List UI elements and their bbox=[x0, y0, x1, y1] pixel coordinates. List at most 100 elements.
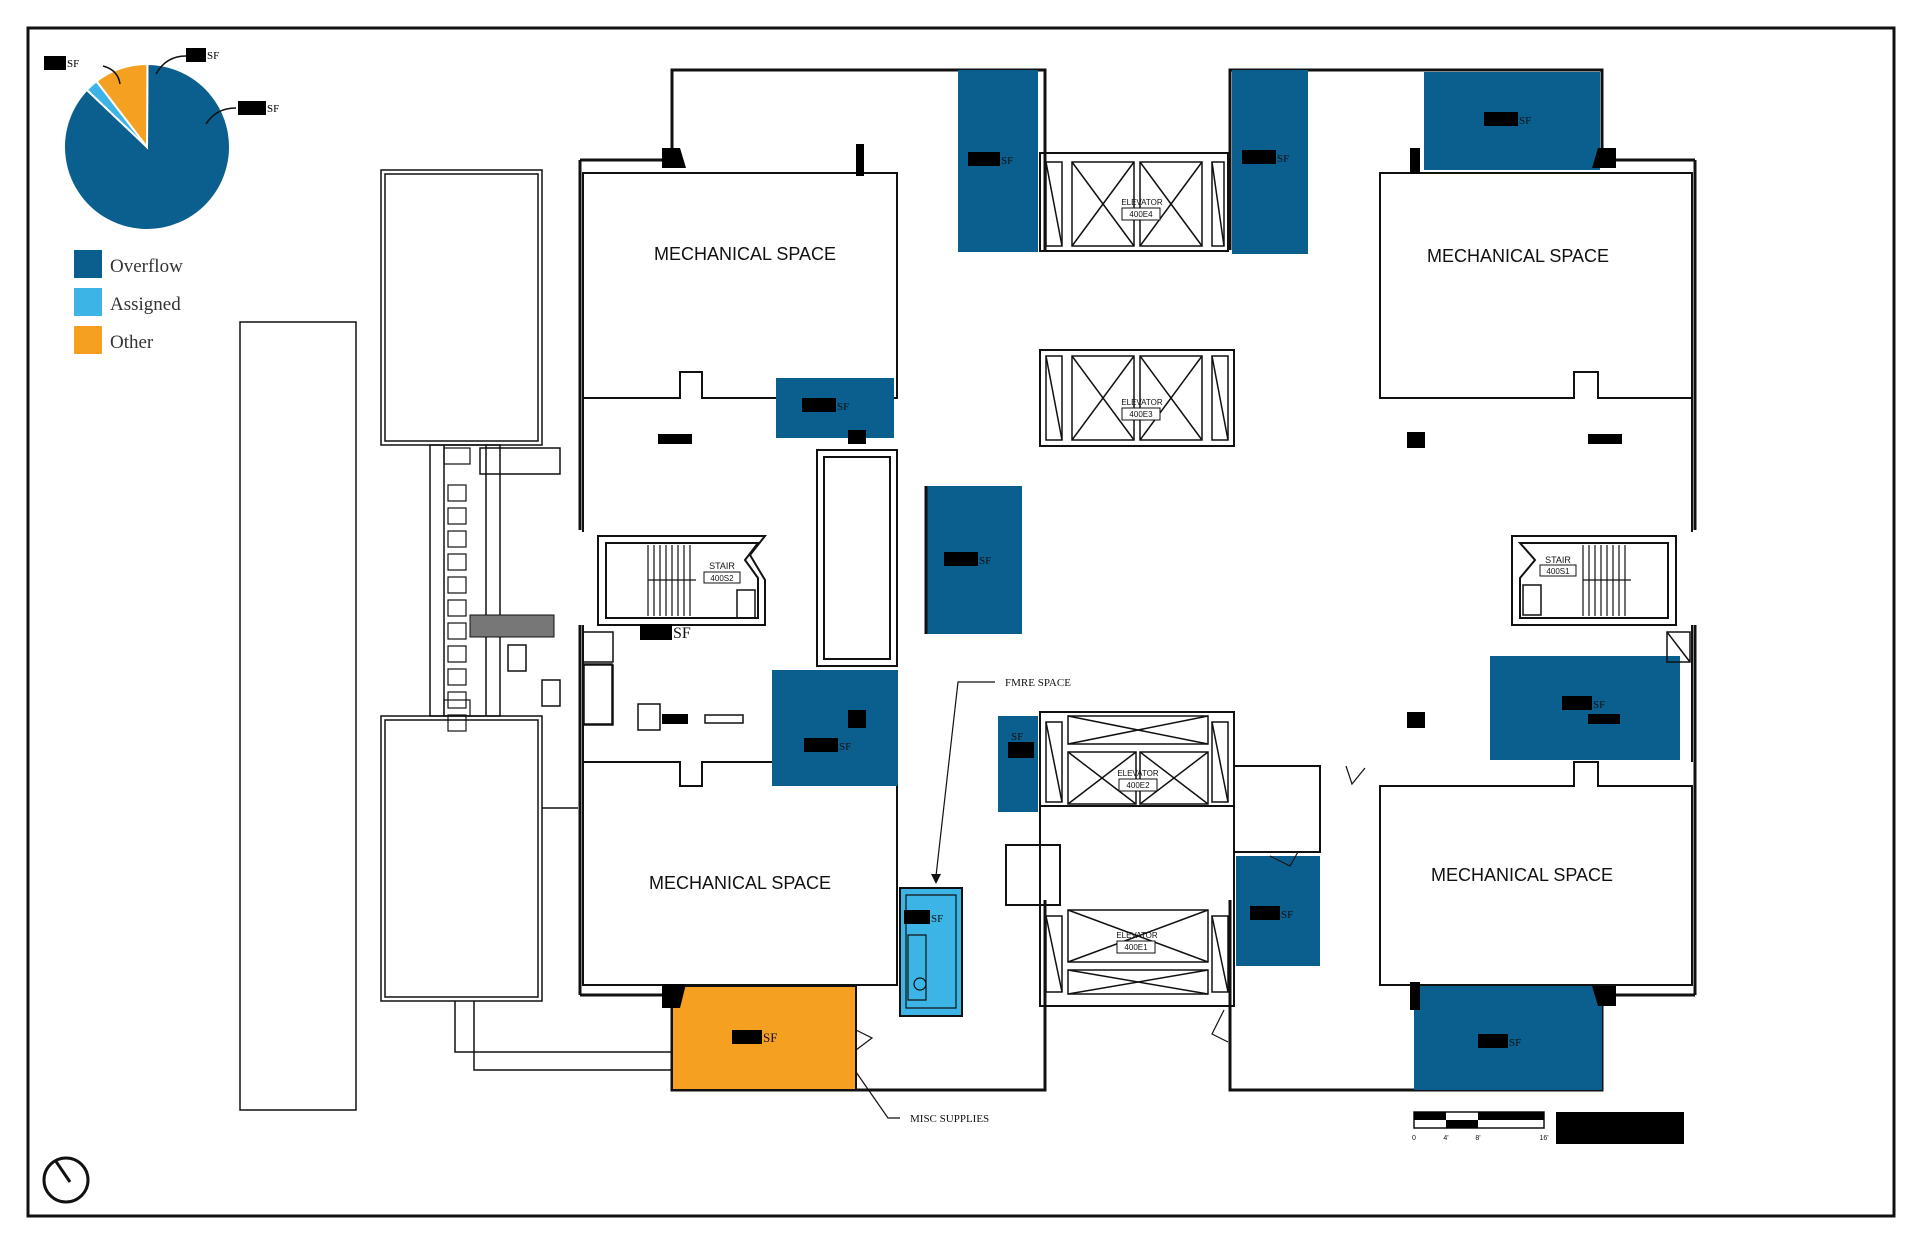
annex-tread bbox=[447, 714, 467, 732]
callout-leader-fmre bbox=[935, 681, 995, 877]
redaction-block bbox=[1562, 696, 1592, 710]
redaction-block bbox=[1484, 112, 1518, 126]
elevator-cross bbox=[1211, 915, 1229, 993]
stair-title: STAIR bbox=[1545, 555, 1571, 565]
elevator-cross bbox=[1045, 915, 1063, 993]
elevator-cross bbox=[1067, 909, 1209, 963]
scale-tick: 4' bbox=[1443, 1135, 1448, 1142]
sheet-border bbox=[26, 26, 1896, 1218]
elevator-cross bbox=[1139, 751, 1209, 805]
elevator-cab bbox=[1067, 715, 1209, 745]
area-unit-label: SF bbox=[931, 913, 943, 925]
west-annex bbox=[239, 169, 672, 1111]
annex-tread bbox=[447, 484, 467, 502]
elevator-cross bbox=[1045, 161, 1063, 247]
space-assigned bbox=[899, 887, 963, 1017]
elevator-cross bbox=[1211, 161, 1225, 247]
redaction-block bbox=[186, 48, 206, 62]
elevator-cab bbox=[1071, 161, 1135, 247]
door-swings bbox=[855, 765, 1366, 1051]
annex-landing bbox=[443, 699, 471, 717]
floor-drain bbox=[913, 977, 927, 991]
legend: Overflow Assigned Other bbox=[74, 250, 183, 354]
pie-callouts bbox=[102, 55, 237, 125]
pie-label-unit: SF bbox=[207, 50, 219, 62]
elevator-tag: 400E2 bbox=[1126, 781, 1150, 790]
annex-tread bbox=[447, 553, 467, 571]
legend-swatch-other bbox=[74, 326, 102, 354]
annex-stair-treads bbox=[443, 447, 471, 732]
space-overflow bbox=[772, 670, 898, 786]
scale-tick: 8' bbox=[1475, 1135, 1480, 1142]
redaction-block bbox=[1242, 150, 1276, 164]
elevator-tag-box bbox=[1121, 207, 1161, 221]
legend-swatch-overflow bbox=[74, 250, 102, 278]
area-unit-label: SF bbox=[979, 555, 991, 567]
annex-tread bbox=[447, 622, 467, 640]
elevator-cross bbox=[1211, 721, 1229, 803]
stair-400s1 bbox=[1511, 535, 1677, 626]
area-unit-label: SF bbox=[1281, 909, 1293, 921]
annex-tread bbox=[447, 507, 467, 525]
legend-label: Other bbox=[110, 332, 154, 353]
elevator-counterweight bbox=[1211, 915, 1229, 993]
redaction-block bbox=[944, 552, 978, 566]
north-arrow-icon bbox=[42, 1156, 90, 1204]
stair-tag-box bbox=[1539, 564, 1577, 577]
elevator-title: ELEVATOR bbox=[1121, 198, 1163, 207]
annex-tread bbox=[447, 599, 467, 617]
elevator-cross bbox=[1045, 355, 1063, 441]
area-unit-label: SF bbox=[673, 625, 691, 642]
elevator-cross bbox=[1071, 355, 1135, 441]
elevator-cab bbox=[1139, 355, 1203, 441]
area-unit-label: SF bbox=[763, 1030, 777, 1045]
space-overflow bbox=[998, 716, 1038, 812]
redaction-block bbox=[640, 624, 672, 640]
redaction-block bbox=[1556, 1112, 1684, 1144]
callout-arrow bbox=[205, 107, 237, 125]
elevator-cross bbox=[1139, 355, 1203, 441]
space-other bbox=[671, 985, 857, 1091]
callout-leader-misc bbox=[855, 1071, 900, 1119]
redaction-block bbox=[802, 398, 836, 412]
area-unit-label: SF bbox=[1519, 115, 1531, 127]
room-label-mechanical: MECHANICAL SPACE bbox=[1427, 246, 1609, 266]
area-unit-label: SF bbox=[1011, 731, 1023, 743]
redaction-block bbox=[804, 738, 838, 752]
elevator-cross bbox=[1067, 969, 1209, 995]
callout-fmre: FMRE SPACE bbox=[1005, 677, 1071, 689]
elevator-cab bbox=[1067, 909, 1209, 963]
legend-label: Assigned bbox=[110, 294, 181, 315]
elevator-title: ELEVATOR bbox=[1121, 398, 1163, 407]
callout-arrowhead bbox=[931, 874, 941, 884]
elevator-tag: 400E4 bbox=[1129, 210, 1153, 219]
fixture-outline bbox=[905, 894, 957, 1009]
annex-tread bbox=[447, 645, 467, 663]
legend-swatch-assigned bbox=[74, 288, 102, 316]
stair-tag: 400S2 bbox=[710, 574, 734, 583]
elevator-tag-box bbox=[1118, 778, 1158, 792]
annex-tread bbox=[447, 530, 467, 548]
annex-landing bbox=[443, 447, 471, 465]
stair-tag-box bbox=[703, 571, 741, 584]
elevator-counterweight bbox=[1045, 915, 1063, 993]
redaction-block bbox=[904, 910, 930, 924]
pie-slice-other bbox=[95, 63, 149, 150]
elevator-cabs bbox=[1045, 161, 1229, 995]
elevator-tag-box bbox=[1116, 940, 1156, 954]
area-unit-label: SF bbox=[1509, 1037, 1521, 1049]
redaction-block bbox=[968, 152, 1000, 166]
redaction-block bbox=[44, 56, 66, 70]
elevator-cross bbox=[1067, 751, 1137, 805]
callout-arrow bbox=[155, 55, 187, 75]
elevator-title: ELEVATOR bbox=[1116, 931, 1158, 940]
area-unit-label: SF bbox=[1001, 155, 1013, 167]
elevator-cross bbox=[1067, 715, 1209, 745]
elevator-cab bbox=[1067, 751, 1137, 805]
elevator-title: ELEVATOR bbox=[1117, 769, 1159, 778]
core-walls bbox=[1005, 152, 1321, 1007]
elevator-cab bbox=[1071, 355, 1135, 441]
elevator-counterweight bbox=[1211, 721, 1229, 803]
